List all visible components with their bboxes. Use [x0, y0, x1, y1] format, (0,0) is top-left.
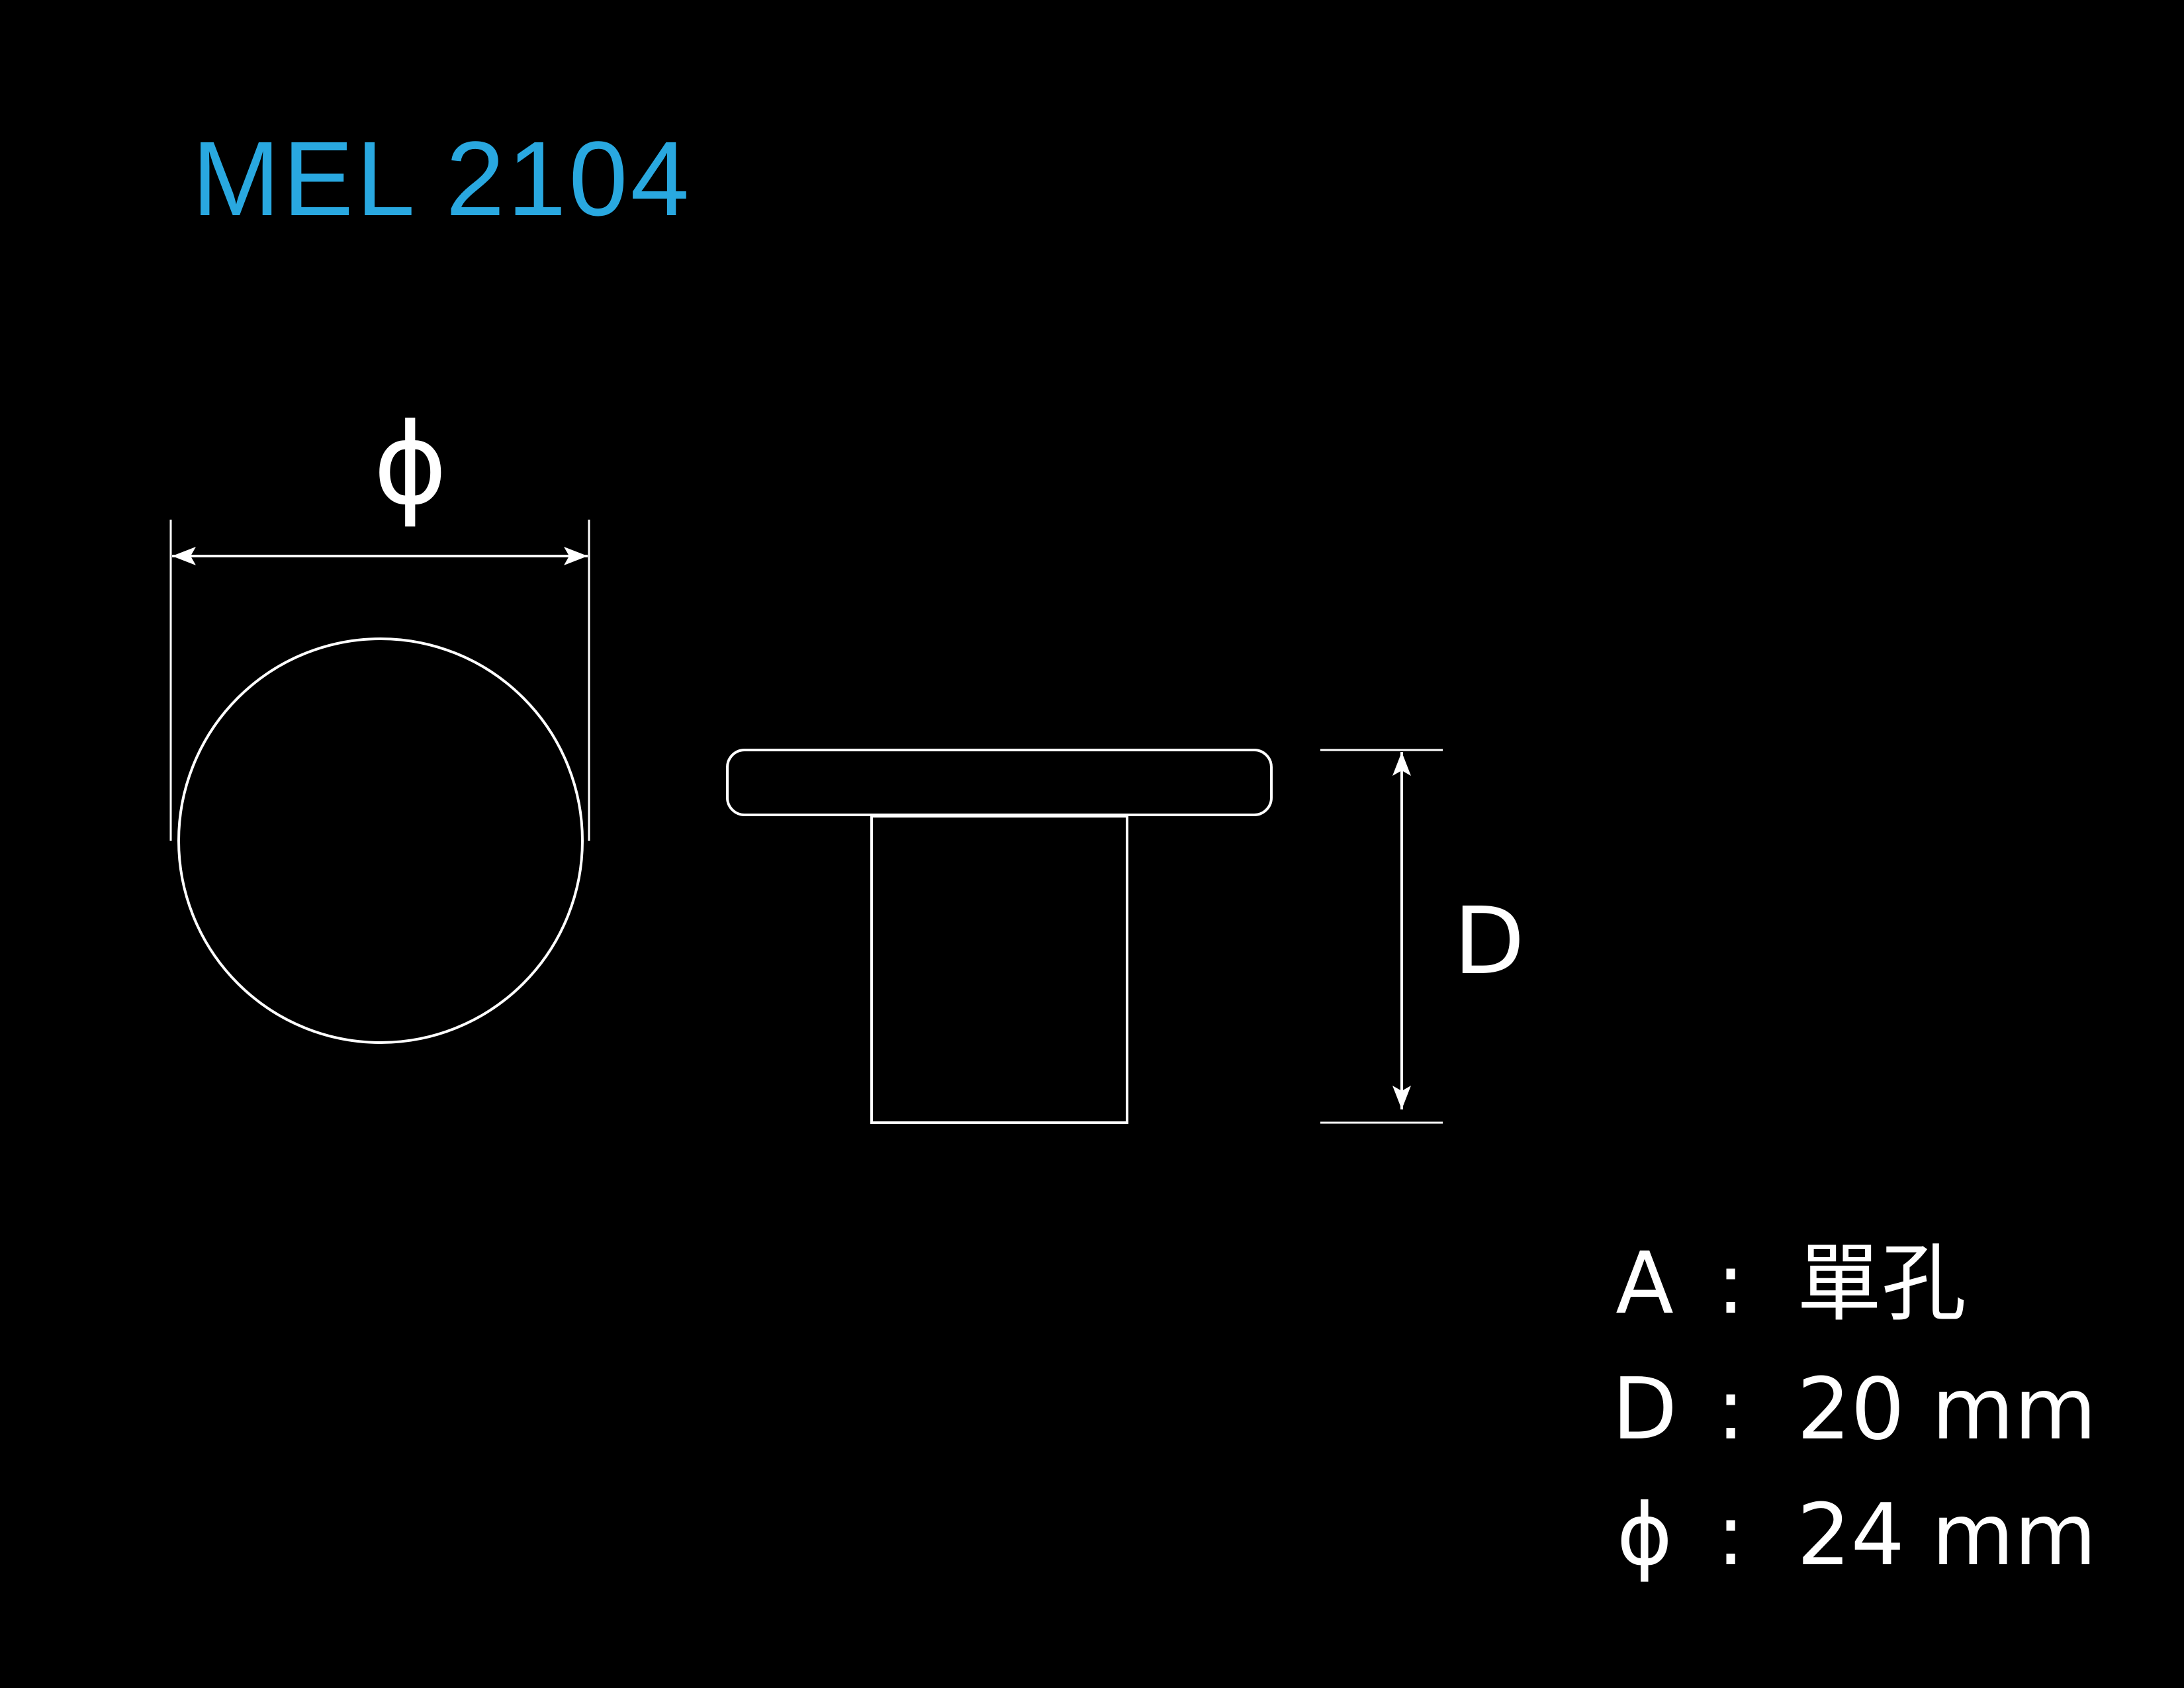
spec-value: 單孔 — [1797, 1235, 1967, 1333]
spec-row-diameter: ϕ : 24 mm — [1595, 1486, 2164, 1585]
knob-stem-outline — [870, 815, 1128, 1124]
spec-key: ϕ — [1616, 1486, 1673, 1585]
spec-separator: : — [1716, 1360, 1745, 1459]
spec-value: 20 mm — [1797, 1360, 2097, 1459]
top-view: ϕ — [169, 399, 590, 1044]
spec-key: D — [1612, 1360, 1678, 1459]
spec-value: 24 mm — [1797, 1486, 2097, 1585]
model-title: MEL 2104 — [192, 119, 692, 238]
spec-row-height: D : 20 mm — [1595, 1360, 2164, 1460]
spec-row-mounting: A : 單孔 — [1595, 1235, 2164, 1334]
height-symbol-label: D — [1453, 888, 1525, 996]
knob-top-outline — [177, 637, 584, 1044]
diameter-symbol-label: ϕ — [373, 399, 447, 530]
side-view: D — [726, 749, 1525, 1124]
spec-key: A — [1615, 1235, 1674, 1333]
knob-cap-outline — [726, 749, 1273, 816]
spec-separator: : — [1716, 1486, 1745, 1585]
spec-separator: : — [1716, 1235, 1745, 1333]
